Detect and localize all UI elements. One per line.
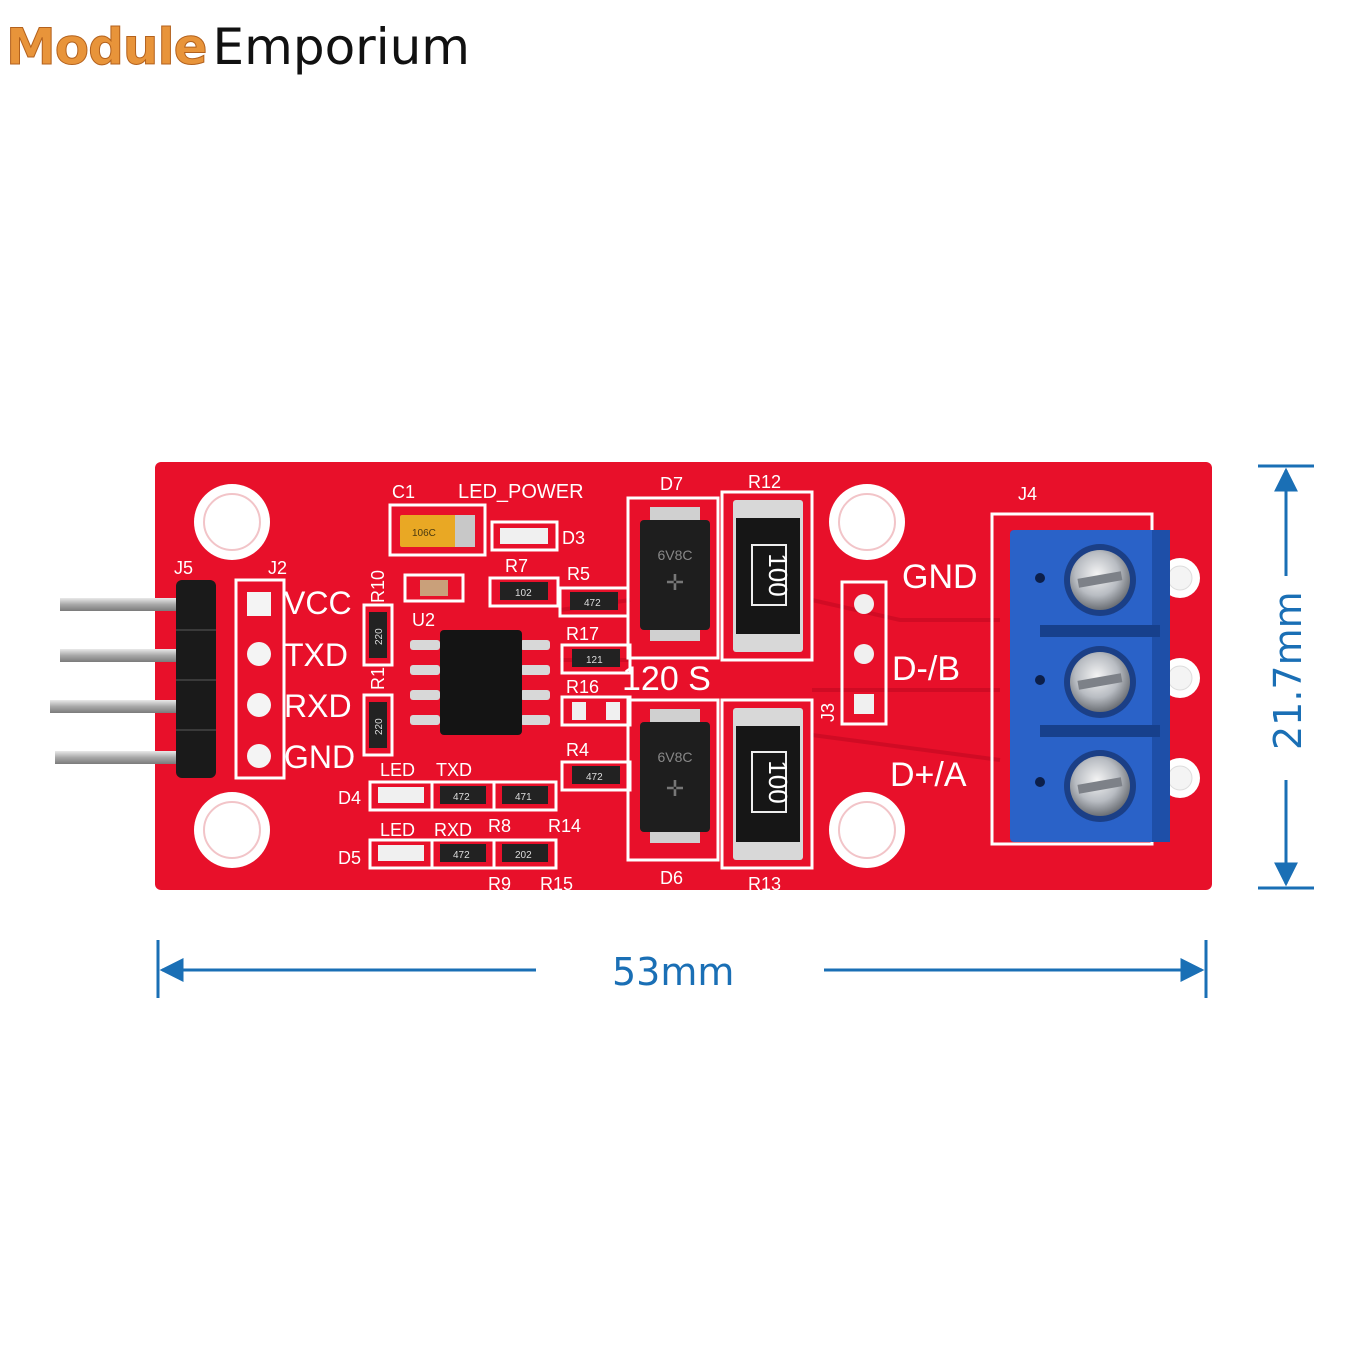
led-d3 [490, 520, 559, 552]
r7-value: 102 [515, 588, 532, 599]
label-r14: R14 [548, 816, 581, 836]
dimension-width [156, 940, 1208, 998]
label-u2: U2 [412, 610, 435, 630]
label-j4: J4 [1018, 484, 1037, 504]
label-d7: D7 [660, 474, 683, 494]
label-j2: J2 [268, 558, 287, 578]
ic-u2 [410, 630, 550, 735]
label-d3: D3 [562, 528, 585, 548]
label-r1: R1 [368, 667, 388, 690]
r-rxd1-value: 472 [453, 850, 470, 861]
c1-mark: 106C [412, 528, 436, 539]
r-rxd2-value: 202 [515, 850, 532, 861]
resistor-r12: 100 [720, 490, 814, 662]
label-txd: TXD [284, 637, 348, 673]
label-gnd-right: GND [902, 558, 978, 596]
label-vcc: VCC [284, 585, 352, 621]
label-r10: R10 [368, 570, 388, 603]
label-r8: R8 [488, 816, 511, 836]
terminal-screws [1064, 544, 1136, 822]
r-txd1-value: 472 [453, 792, 470, 803]
resistor-r13: 100 [720, 698, 814, 870]
brand-emporium: Emporium [212, 18, 471, 76]
label-j5: J5 [174, 558, 193, 578]
d7-mark: 6V8C [657, 547, 692, 563]
label-db: D-/B [892, 650, 960, 688]
r13-value: 100 [763, 760, 793, 803]
r5-value: 472 [584, 598, 601, 609]
diode-d7: 6V8C ✛ [626, 496, 720, 660]
label-d5: D5 [338, 848, 361, 868]
label-r13: R13 [748, 874, 781, 894]
resistor-r10: 220 [362, 603, 394, 667]
capacitor-c2 [403, 573, 465, 603]
label-r12: R12 [748, 472, 781, 492]
label-rxd: RXD [284, 688, 352, 724]
label-j3: J3 [818, 703, 838, 722]
r-txd2-value: 471 [515, 792, 532, 803]
r4-value: 472 [586, 772, 603, 783]
capacitor-c1: 106C [388, 503, 487, 557]
label-r9: R9 [488, 874, 511, 894]
svg-text:✛: ✛ [666, 776, 684, 801]
resistor-r7: 102 [488, 576, 560, 608]
dimension-height [1258, 464, 1314, 890]
r17-value: 121 [586, 655, 603, 666]
label-rxd-small: RXD [434, 820, 472, 840]
label-r7: R7 [505, 556, 528, 576]
brand-module: Module [6, 18, 209, 77]
diode-d6: 6V8C ✛ [626, 698, 720, 862]
svg-text:✛: ✛ [666, 570, 684, 595]
brand-logo: Module Emporium [6, 12, 471, 82]
label-gnd: GND [284, 739, 355, 775]
label-r15: R15 [540, 874, 573, 894]
d6-mark: 6V8C [657, 749, 692, 765]
label-r4: R4 [566, 740, 589, 760]
label-da: D+/A [890, 756, 967, 794]
r10-value: 220 [374, 628, 385, 645]
dimension-height-label: 21.7mm [1266, 591, 1310, 750]
label-r16: R16 [566, 677, 599, 697]
resistor-r4: 472 [560, 760, 632, 792]
label-led-1: LED [380, 760, 415, 780]
dimension-width-label: 53mm [612, 950, 735, 994]
label-d6: D6 [660, 868, 683, 888]
label-txd-small: TXD [436, 760, 472, 780]
j2-pads [234, 578, 286, 780]
header-pins [50, 580, 216, 778]
resistor-rxd-2: 202 [492, 838, 558, 870]
label-c1: C1 [392, 482, 415, 502]
mounting-holes [194, 484, 905, 868]
label-r17: R17 [566, 624, 599, 644]
label-d4: D4 [338, 788, 361, 808]
label-led-2: LED [380, 820, 415, 840]
r12-value: 100 [763, 553, 793, 596]
jumper-j3 [840, 580, 888, 726]
label-led-power: LED_POWER [458, 481, 584, 503]
r1-value: 220 [374, 718, 385, 735]
resistor-txd-2: 471 [492, 780, 558, 812]
label-120s: 120 S [622, 660, 711, 698]
resistor-r1: 220 [362, 693, 394, 757]
resistor-r16-pads [560, 695, 632, 727]
label-r5: R5 [567, 564, 590, 584]
